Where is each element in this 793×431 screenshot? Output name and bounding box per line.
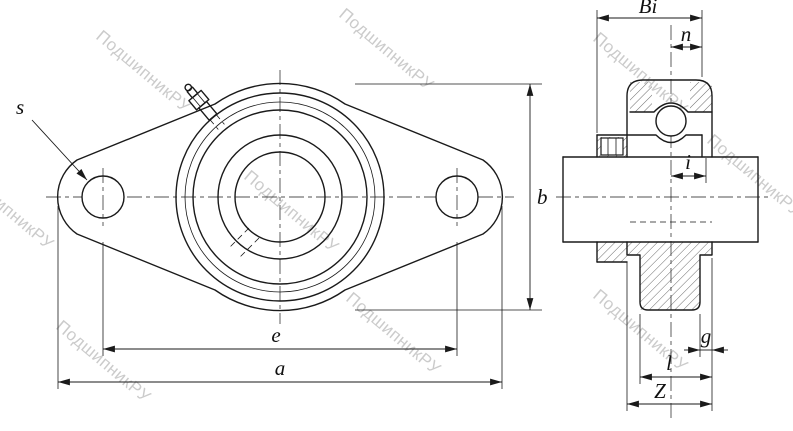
watermark-text: ПодшипникРУ (52, 317, 154, 407)
watermark-text: ПодшипникРУ (703, 131, 793, 221)
dim-label-b: b (537, 185, 548, 209)
setscrew-hidden-lines (229, 227, 260, 258)
grease-nipple-ball (184, 83, 193, 92)
dim-label-a: a (275, 356, 286, 380)
inner-ring-top (596, 134, 703, 144)
watermark-text: ПодшипникРУ (335, 5, 437, 95)
dim-s: s (16, 95, 88, 181)
shaft (562, 156, 759, 243)
dim-label-g: g (701, 324, 712, 348)
dim-label-z: Z (654, 379, 666, 403)
watermark-text: ПодшипникРУ (0, 164, 57, 254)
dim-e: e (102, 242, 458, 356)
dim-n: n (671, 22, 702, 51)
housing-outer-circle (175, 92, 385, 302)
dim-g: g (684, 258, 728, 411)
dim-b: b (355, 83, 548, 311)
dim-bi: Bi (596, 0, 703, 133)
collar-lower (596, 241, 628, 263)
watermark-text: ПодшипникРУ (240, 167, 342, 257)
dim-label-bi: Bi (639, 0, 658, 18)
watermark-text: ПодшипникРУ (92, 27, 194, 117)
outer-ring-circle (192, 109, 368, 285)
bore-circle (234, 151, 326, 243)
grease-fitting (184, 83, 225, 130)
housing-upper-section (626, 79, 713, 158)
outer-raceway (629, 102, 713, 113)
dim-label-l: l (666, 351, 672, 375)
dim-l: l (639, 314, 712, 384)
side-view: Bi n i g l (556, 0, 768, 418)
bearing-ball (655, 105, 687, 137)
dim-label-s: s (16, 95, 24, 119)
flange-outline (56, 82, 504, 312)
set-screw (600, 137, 624, 156)
dim-z: Z (626, 262, 712, 411)
dim-label-n: n (681, 22, 692, 46)
dim-label-i: i (685, 150, 691, 174)
dim-i: i (671, 150, 707, 183)
inner-ring-circle (217, 134, 343, 260)
watermark-text: ПодшипникРУ (342, 289, 444, 379)
section-hatching (597, 82, 712, 310)
dim-a: a (57, 206, 503, 389)
dim-label-e: e (271, 323, 280, 347)
front-view: s b e a (16, 70, 548, 389)
housing-seat-circle (184, 101, 376, 293)
housing-lower-section (626, 241, 713, 311)
